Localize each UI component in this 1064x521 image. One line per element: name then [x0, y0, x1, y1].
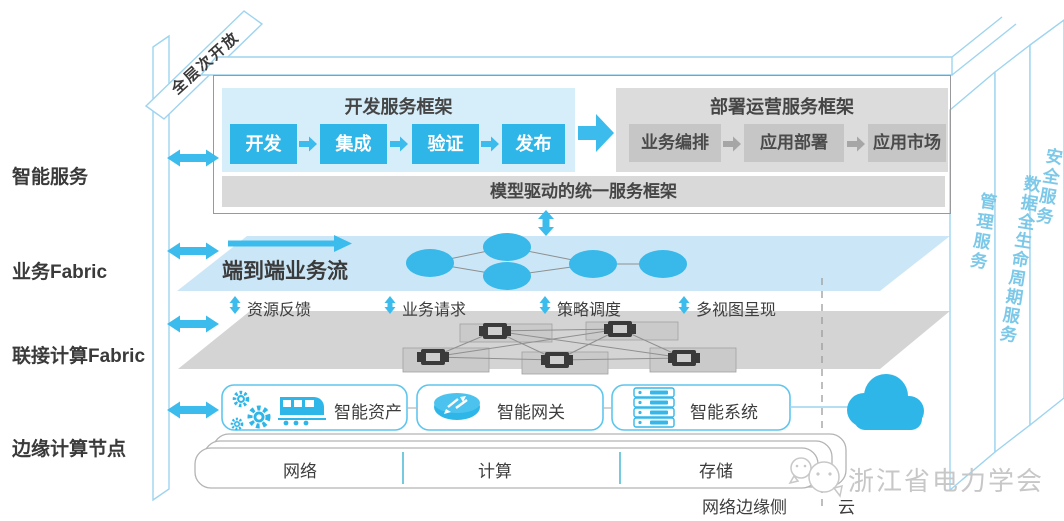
step-release: 发布 [502, 124, 565, 164]
gears-train-icon [230, 390, 326, 431]
flow-arrow-icon [228, 235, 352, 252]
node-label-system: 智能系统 [690, 403, 758, 422]
step-integrate: 集成 [320, 124, 387, 164]
resource-card-stack [194, 433, 847, 489]
layer-label-business-fabric: 业务Fabric [12, 262, 108, 283]
router-icon [434, 393, 480, 420]
step-orchestration: 业务编排 [629, 124, 721, 162]
step-develop: 开发 [230, 124, 297, 164]
layer-link-arrows [167, 149, 219, 419]
signal-policy-scheduling: 策略调度 [557, 302, 622, 319]
compute-mesh-network [402, 321, 737, 375]
step-app-deploy: 应用部署 [744, 124, 844, 162]
step-arrow-icon [390, 136, 408, 152]
dev-framework-title: 开发服务框架 [344, 97, 453, 117]
node-label-assets: 智能资产 [334, 403, 402, 422]
layer-label-compute-fabric: 联接计算Fabric [12, 346, 146, 367]
model-driven-bar: 模型驱动的统一服务框架 [222, 176, 945, 207]
right-side-panels [949, 19, 1064, 492]
service-layer-frame [213, 75, 951, 214]
signal-arrows [229, 296, 690, 314]
node-label-gateway: 智能网关 [497, 403, 565, 422]
end-to-end-flow-label: 端到端业务流 [222, 260, 348, 283]
dev-service-framework: 开发服务框架 开发 集成 验证 发布 [222, 88, 575, 172]
device-node-icon [417, 321, 700, 368]
layer-label-intelligent-services: 智能服务 [12, 167, 89, 188]
step-app-market: 应用市场 [868, 124, 946, 162]
layer-label-edge-nodes: 边缘计算节点 [12, 439, 127, 460]
cloud-icon [847, 374, 924, 430]
compute-fabric-band [178, 311, 950, 369]
signal-resource-feedback: 资源反馈 [247, 302, 312, 319]
resource-dividers [402, 452, 621, 484]
step-arrow-gray-icon [723, 136, 741, 152]
step-arrow-icon [299, 136, 317, 152]
ops-service-framework: 部署运营服务框架 业务编排 应用部署 应用市场 [616, 88, 948, 172]
edge-side-label: 网络边缘侧 [702, 498, 787, 517]
service-fabric-arrow-icon [538, 210, 554, 236]
step-arrow-icon [481, 136, 499, 152]
signal-multiview: 多视图呈现 [696, 302, 777, 319]
cloud-label: 云 [838, 498, 855, 517]
service-flow-network [406, 233, 687, 290]
resource-compute: 计算 [478, 462, 512, 481]
chat-bubbles-icon [788, 457, 843, 498]
dev-to-ops-arrow-icon [578, 114, 614, 152]
frame-outline [144, 10, 1017, 502]
watermark-text: 浙江省电力学会 [848, 466, 1045, 496]
ops-framework-title: 部署运营服务框架 [710, 97, 854, 117]
step-verify: 验证 [412, 124, 479, 164]
train-icon [278, 397, 326, 426]
resource-storage: 存储 [699, 462, 733, 481]
step-arrow-gray-icon [847, 136, 865, 152]
resource-network: 网络 [283, 462, 317, 481]
signal-business-request: 业务请求 [402, 302, 467, 319]
server-rack-icon [633, 387, 675, 428]
business-fabric-band [177, 236, 950, 291]
